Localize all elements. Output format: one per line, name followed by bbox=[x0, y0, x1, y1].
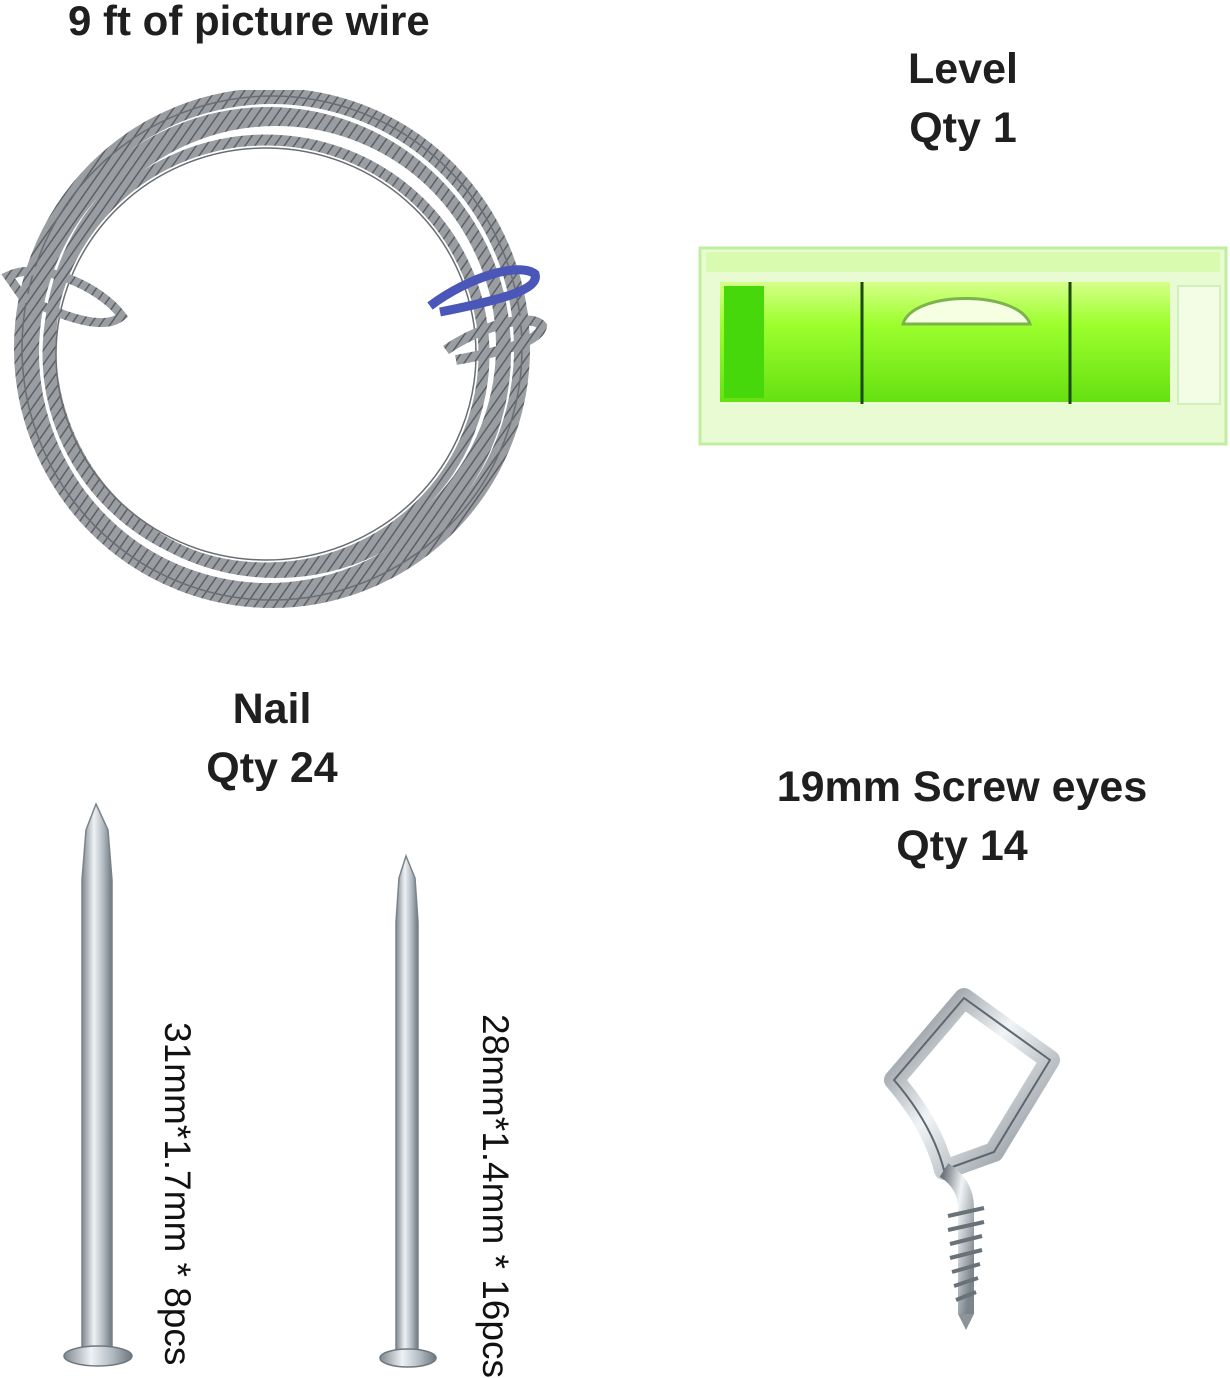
nail-short-image bbox=[379, 853, 437, 1368]
nail-long-size: 31mm*1.7mm * 8pcs bbox=[157, 1022, 198, 1366]
level-title: Level bbox=[908, 45, 1018, 93]
bubble-level-image bbox=[698, 246, 1228, 446]
nail-short-size: 28mm*1.4mm * 16pcs bbox=[475, 1014, 516, 1378]
wire-title: 9 ft of picture wire bbox=[68, 0, 430, 44]
screw-eyes-title: 19mm Screw eyes bbox=[776, 763, 1148, 811]
picture-wire-coil-image bbox=[1, 90, 548, 608]
level-label: Level Qty 1 bbox=[860, 40, 1066, 159]
nail-qty: Qty 24 bbox=[206, 744, 338, 793]
nail-title: Nail bbox=[232, 685, 312, 733]
nail-label: Nail Qty 24 bbox=[160, 680, 384, 799]
screw-eyes-qty: Qty 14 bbox=[896, 822, 1028, 871]
nail-long-image bbox=[63, 802, 133, 1367]
screw-eye-image bbox=[884, 988, 1060, 1330]
screw-eyes-label: 19mm Screw eyes Qty 14 bbox=[730, 758, 1194, 877]
level-qty: Qty 1 bbox=[909, 104, 1017, 153]
